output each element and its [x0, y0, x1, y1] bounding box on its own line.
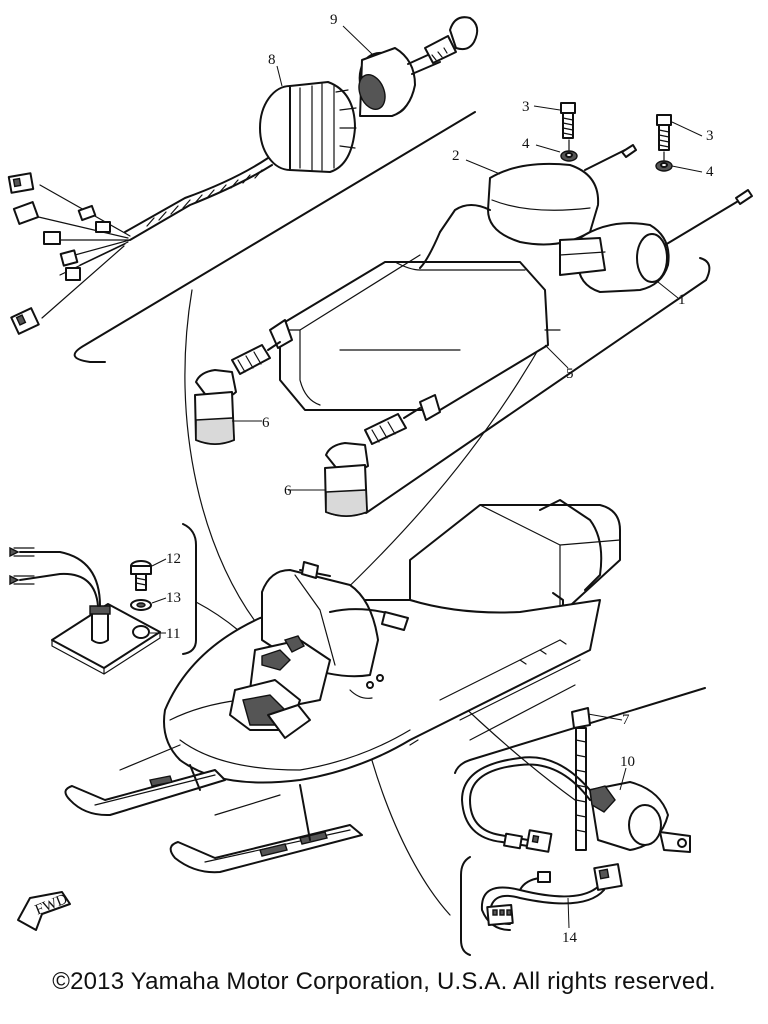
- bracket-right-bottom: [460, 856, 471, 956]
- fwd-label: FWD: [33, 891, 70, 918]
- callout-10: 10: [620, 754, 635, 770]
- callout-3a: 3: [522, 99, 530, 115]
- forward-arrow-icon: FWD: [17, 891, 71, 931]
- callout-5: 5: [566, 366, 574, 382]
- copyright-notice: ©2013 Yamaha Motor Corporation, U.S.A. A…: [52, 968, 716, 995]
- bolt-12-icon: [130, 560, 152, 591]
- bracket-top-left: [73, 111, 476, 363]
- washer-4a-icon: [560, 150, 578, 162]
- leader-harness-to-sled: [184, 289, 271, 641]
- bracket-right-lower: [454, 687, 706, 774]
- wire-harness-icon: [7, 81, 357, 335]
- grommet-11-icon: [132, 625, 150, 639]
- callout-1: 1: [678, 292, 686, 308]
- parts-diagram: FWD 9 8 3 4 2 3 4 1 5 6 6 12 13 11 7 10 …: [7, 12, 753, 956]
- callout-2: 2: [452, 148, 460, 164]
- bolt-3a-icon: [560, 102, 576, 139]
- ignition-switch-icon: [358, 16, 479, 117]
- snowmobile-icon: [64, 499, 621, 874]
- washer-13-icon: [130, 599, 152, 611]
- kill-switch-10-icon: [461, 756, 691, 853]
- callout-13: 13: [166, 590, 181, 606]
- callout-11: 11: [166, 626, 180, 642]
- callout-4a: 4: [522, 136, 530, 152]
- callout-4b: 4: [706, 164, 714, 180]
- cable-tie-7-icon: [571, 707, 591, 851]
- callout-12: 12: [166, 551, 181, 567]
- callout-8: 8: [268, 52, 276, 68]
- callout-3b: 3: [706, 128, 714, 144]
- sub-harness-14-icon: [480, 863, 623, 931]
- bracket-left-mid: [182, 523, 197, 655]
- callout-6b: 6: [284, 483, 292, 499]
- bracket-top-right: [365, 257, 711, 514]
- callout-14: 14: [562, 930, 578, 946]
- ignition-coil-1-icon: [559, 189, 753, 293]
- junction-box-5-icon: [269, 231, 561, 421]
- callout-7: 7: [622, 712, 630, 728]
- bolt-3b-icon: [656, 114, 672, 151]
- callout-9: 9: [330, 12, 338, 28]
- washer-4b-icon: [655, 160, 673, 172]
- spark-plug-cap-6b-icon: [324, 407, 421, 517]
- callout-6a: 6: [262, 415, 270, 431]
- ignition-coil-2-icon: [439, 144, 637, 246]
- sensor-plate-assembly-icon: [9, 546, 161, 675]
- spark-plug-cap-6a-icon: [194, 341, 281, 445]
